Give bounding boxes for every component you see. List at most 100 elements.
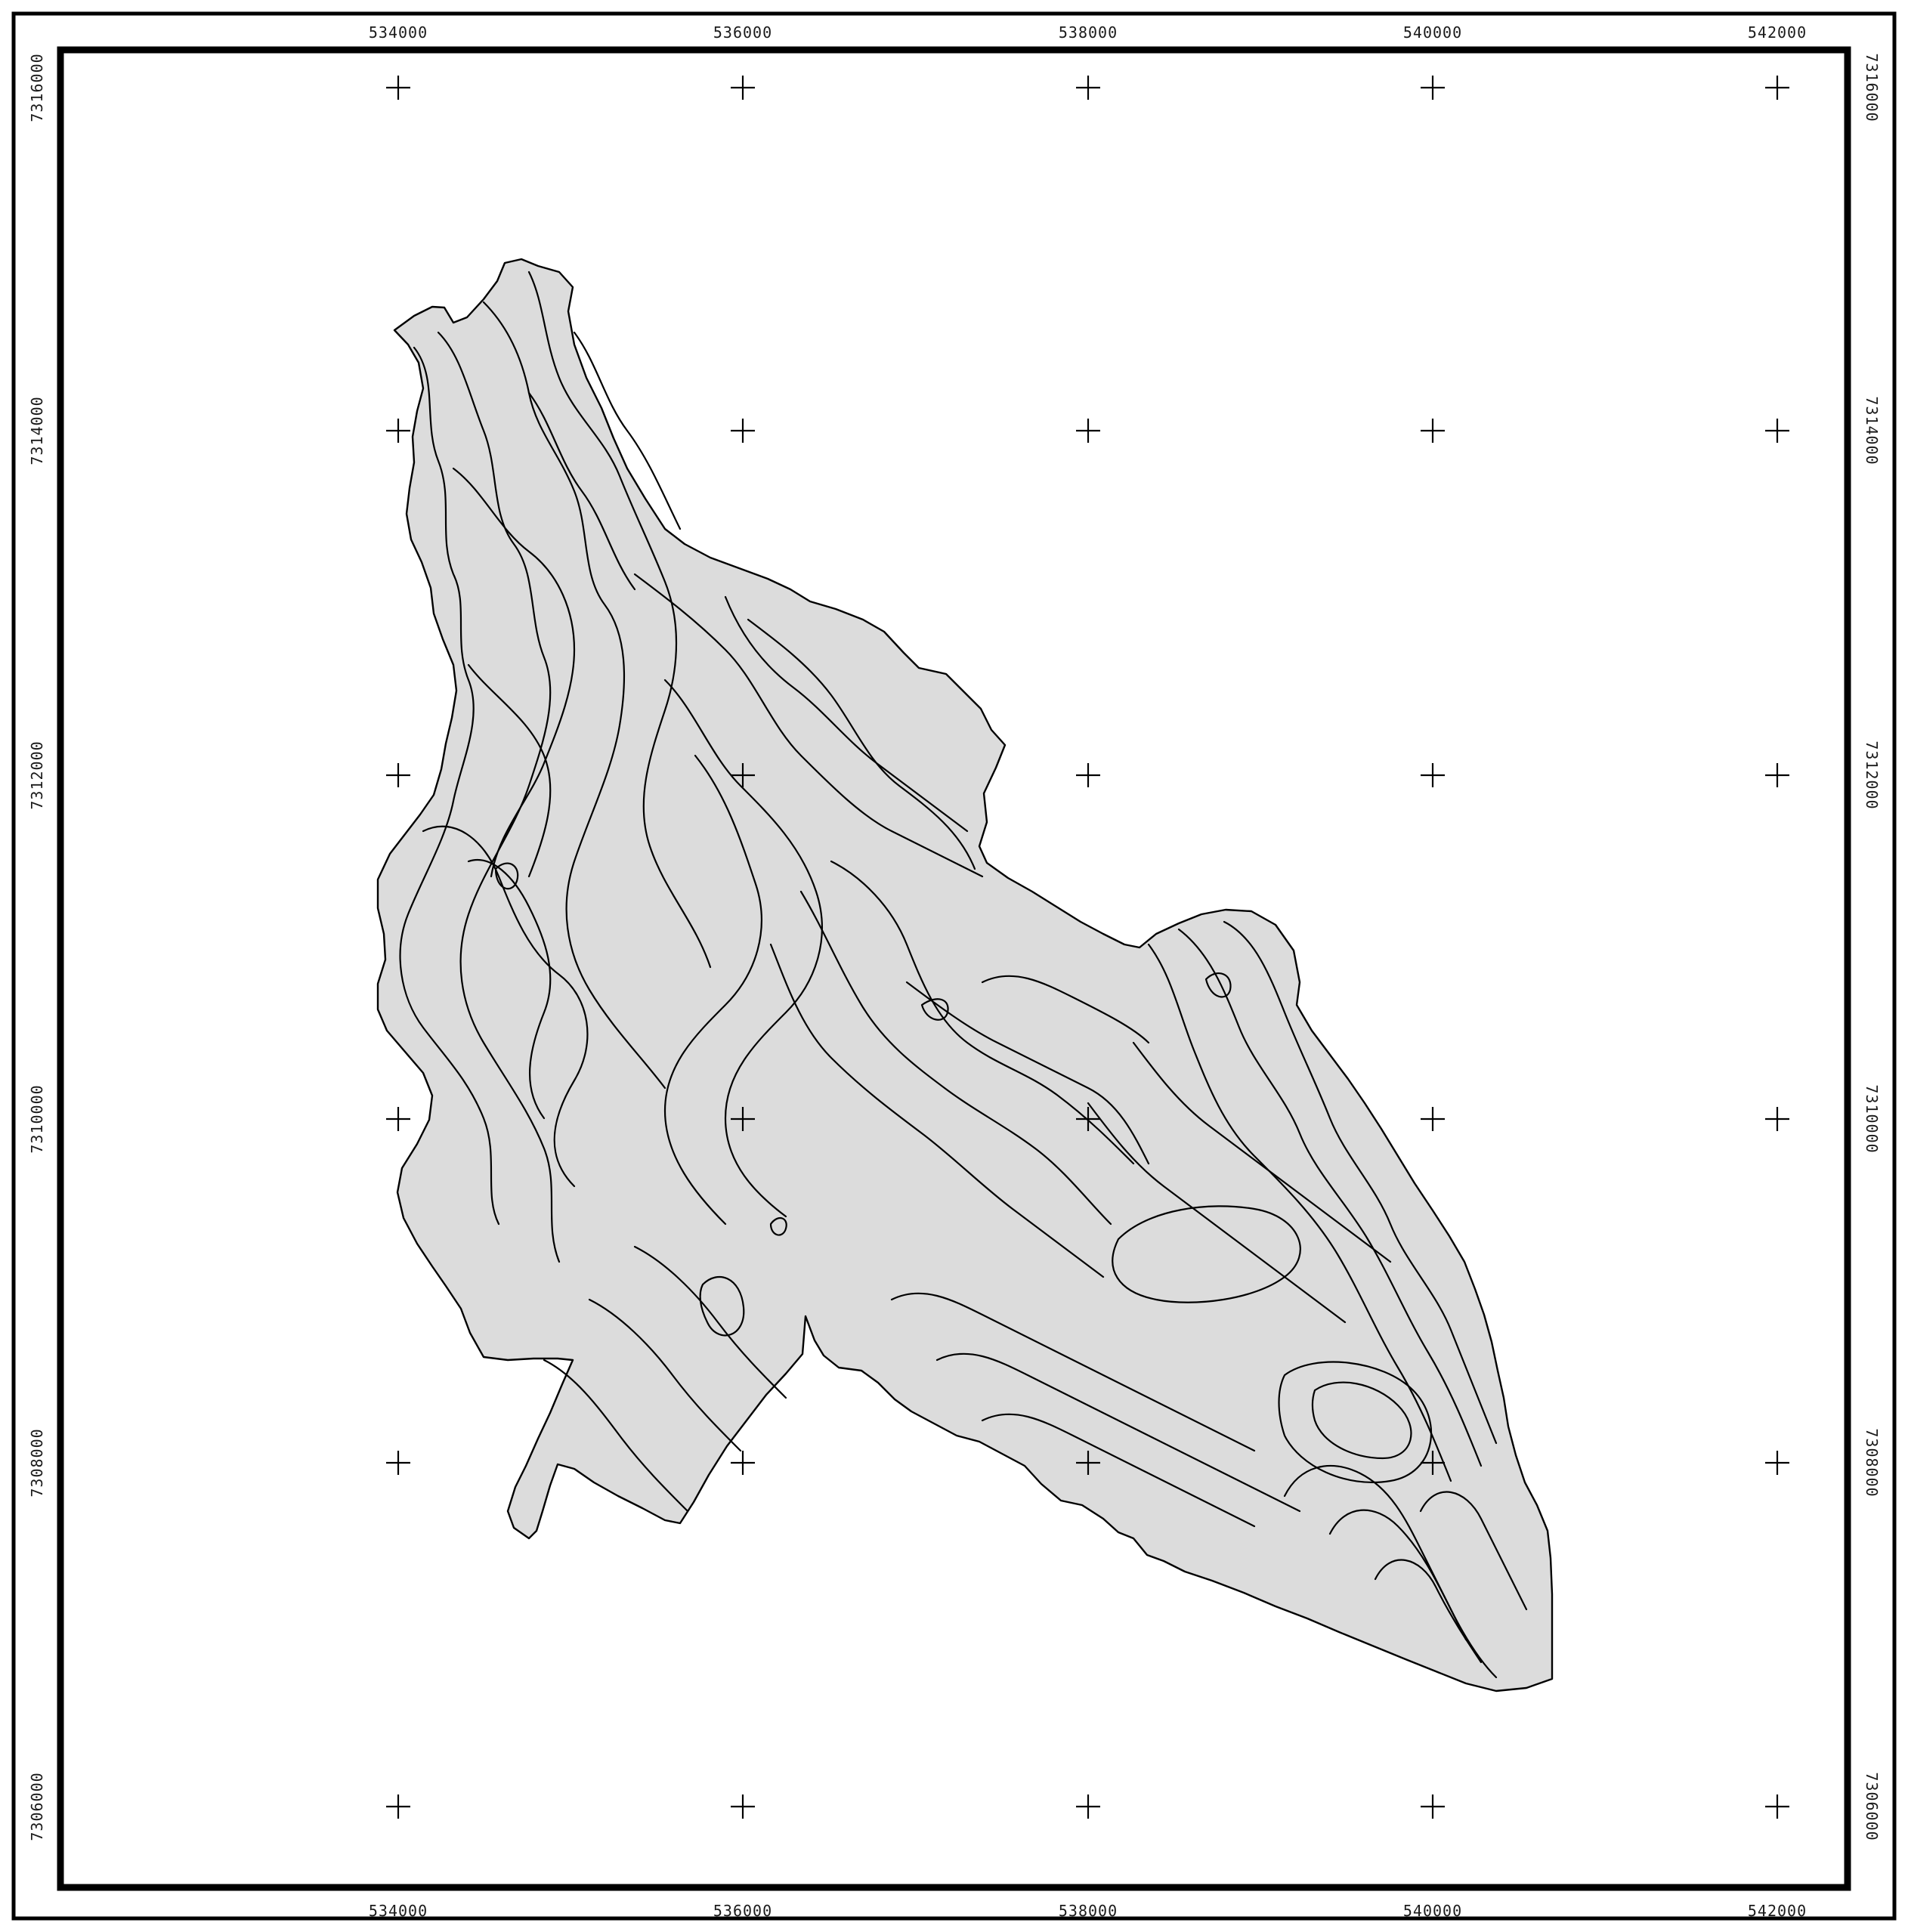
grid-cross-marker (1421, 1451, 1445, 1475)
contour-line (663, 679, 823, 1218)
right-northing-label: 7312000 (1863, 740, 1881, 809)
contour-line (905, 981, 1150, 1165)
contour-line (981, 975, 1150, 1044)
grid-cross-marker (731, 763, 755, 787)
grid-cross-marker (386, 1451, 410, 1475)
grid-cross-marker (1421, 76, 1445, 100)
grid-cross-marker (1421, 1107, 1445, 1131)
contour-line (1132, 1041, 1392, 1263)
grid-cross-marker (1076, 763, 1100, 787)
contour-line (633, 573, 984, 878)
grid-cross-marker (1421, 763, 1445, 787)
contour-ring (494, 862, 519, 890)
grid-cross-marker (1765, 76, 1789, 100)
bottom-easting-labels: 534000 536000 538000 540000 542000 (369, 1902, 1807, 1920)
contour-line (452, 467, 576, 878)
left-northing-label: 7316000 (28, 53, 46, 122)
contour-line (399, 346, 500, 1226)
contour-line (543, 1359, 689, 1513)
contour-line (467, 663, 552, 878)
bottom-easting-label: 542000 (1748, 1902, 1807, 1920)
contour-ring (1204, 972, 1232, 998)
contour-line (573, 331, 682, 530)
bottom-easting-label: 534000 (369, 1902, 428, 1920)
left-northing-label: 7310000 (28, 1084, 46, 1153)
grid-cross-marker (1765, 419, 1789, 443)
contour-line (724, 595, 969, 833)
left-northing-label: 7306000 (28, 1772, 46, 1841)
right-northing-label: 7306000 (1863, 1772, 1881, 1841)
grid-cross-marker (1765, 1107, 1789, 1131)
contour-line (981, 1413, 1256, 1528)
grid-cross-marker (1076, 1451, 1100, 1475)
grid-cross-marker (731, 1451, 755, 1475)
contour-ring (1311, 1381, 1412, 1460)
grid-cross-marker (386, 1107, 410, 1131)
contour-line (527, 391, 636, 591)
map-outer-frame (11, 11, 1897, 1921)
right-northing-label: 7316000 (1863, 53, 1881, 122)
grid-cross-marker (1076, 1107, 1100, 1131)
contour-line (1087, 1102, 1347, 1324)
grid-cross-marker (731, 1794, 755, 1819)
left-northing-label: 7312000 (28, 740, 46, 809)
contour-line (799, 890, 1112, 1226)
contour-ring (769, 1216, 787, 1236)
grid-cross-marker (1765, 1451, 1789, 1475)
top-easting-label: 538000 (1059, 23, 1118, 42)
top-easting-label: 534000 (369, 23, 428, 42)
contour-lines (399, 270, 1528, 1679)
contour-line (467, 859, 552, 1120)
top-easting-labels: 534000 536000 538000 540000 542000 (369, 23, 1807, 42)
grid-cross-marker (1421, 1794, 1445, 1819)
right-northing-label: 7310000 (1863, 1084, 1881, 1153)
grid-cross-marker (731, 76, 755, 100)
right-northing-label: 7314000 (1863, 396, 1881, 465)
contour-line (588, 1298, 742, 1452)
study-area-region (376, 258, 1554, 1692)
contour-line (1419, 1491, 1528, 1611)
map-inner-frame (57, 46, 1851, 1891)
contour-line (422, 825, 589, 1188)
contour-line (663, 754, 762, 1226)
left-northing-labels: 7316000 7314000 7312000 7310000 7308000 … (28, 53, 46, 1841)
grid-crosses (386, 76, 1789, 1819)
contour-ring (1112, 1205, 1301, 1303)
contour-line (830, 860, 1135, 1165)
contour-line (769, 943, 1105, 1278)
top-easting-label: 540000 (1403, 23, 1462, 42)
grid-cross-marker (1765, 763, 1789, 787)
contour-line (1147, 943, 1452, 1482)
bottom-easting-label: 536000 (713, 1902, 772, 1920)
contour-line (527, 270, 712, 969)
grid-cross-marker (1076, 76, 1100, 100)
right-northing-labels: 7316000 7314000 7312000 7310000 7308000 … (1863, 53, 1881, 1841)
top-easting-label: 536000 (713, 23, 772, 42)
grid-cross-marker (386, 76, 410, 100)
grid-cross-marker (731, 1107, 755, 1131)
grid-cross-marker (1076, 419, 1100, 443)
contour-line (935, 1352, 1301, 1513)
contour-ring (699, 1275, 745, 1337)
contour-line (1177, 928, 1483, 1467)
grid-cross-marker (731, 419, 755, 443)
grid-cross-marker (386, 419, 410, 443)
contour-line (890, 1292, 1256, 1452)
grid-cross-marker (1765, 1794, 1789, 1819)
contour-line (1374, 1559, 1483, 1664)
contour-line (633, 1245, 787, 1399)
contour-line (747, 618, 976, 870)
contour-line (1223, 920, 1498, 1445)
left-northing-label: 7308000 (28, 1428, 46, 1497)
contour-ring (920, 998, 949, 1021)
contour-line (437, 331, 561, 1263)
grid-cross-marker (386, 763, 410, 787)
grid-cross-marker (386, 1794, 410, 1819)
bottom-easting-label: 540000 (1403, 1902, 1462, 1920)
contour-ring (1278, 1361, 1432, 1484)
top-easting-label: 542000 (1748, 23, 1807, 42)
bottom-easting-label: 538000 (1059, 1902, 1118, 1920)
grid-cross-marker (1076, 1794, 1100, 1819)
contour-line (482, 301, 666, 1090)
